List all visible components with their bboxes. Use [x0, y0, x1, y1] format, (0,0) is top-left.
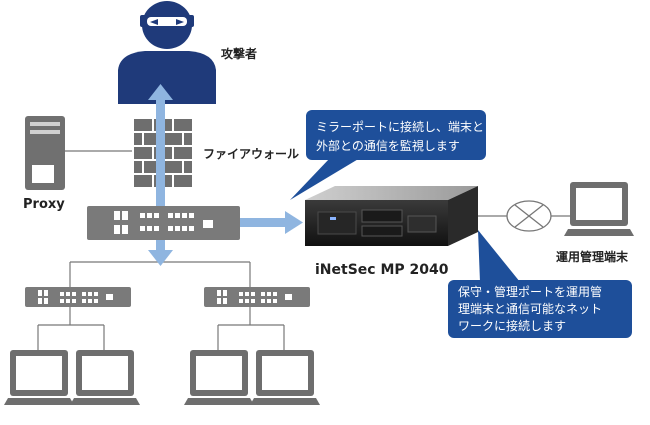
callout-top-line2: 外部との通信を監視します: [316, 138, 460, 153]
monitor-icon: [4, 350, 74, 405]
callout-mirror-port: ミラーポートに接続し、端末と 外部との通信を監視します: [290, 110, 486, 200]
callout-management-port: 保守・管理ポートを運用管 理端末と通信可能なネット ワークに接続します: [448, 230, 632, 338]
attacker-icon: [118, 1, 216, 104]
callout-top-line1: ミラーポートに接続し、端末と: [316, 119, 484, 134]
monitor-icon: [250, 350, 320, 405]
admin-terminal-icon: [564, 182, 634, 236]
edge-switch-right-icon: [204, 287, 310, 307]
proxy-server-icon: [25, 116, 65, 190]
wan-cross-icon: [506, 200, 552, 232]
callout-bottom-line2: 理端末と通信可能なネット: [458, 302, 602, 316]
inetsec-appliance-icon: [305, 186, 478, 246]
vertical-double-arrow: [148, 84, 173, 266]
core-switch-ports: [140, 213, 213, 231]
monitor-icon: [184, 350, 254, 405]
mirror-arrow: [240, 211, 303, 234]
core-switch-icon: [87, 206, 240, 240]
callout-bottom-line1: 保守・管理ポートを運用管: [458, 284, 602, 299]
attacker-label: 攻撃者: [221, 46, 257, 61]
edge-switch-left-icon: [25, 287, 131, 307]
proxy-label: Proxy: [23, 197, 65, 212]
admin-terminal-label: 運用管理端末: [556, 249, 629, 264]
callout-bottom-line3: ワークに接続します: [458, 318, 566, 333]
monitor-icon: [70, 350, 140, 405]
device-label: iNetSec MP 2040: [315, 262, 449, 278]
firewall-label: ファイアウォール: [203, 147, 299, 161]
